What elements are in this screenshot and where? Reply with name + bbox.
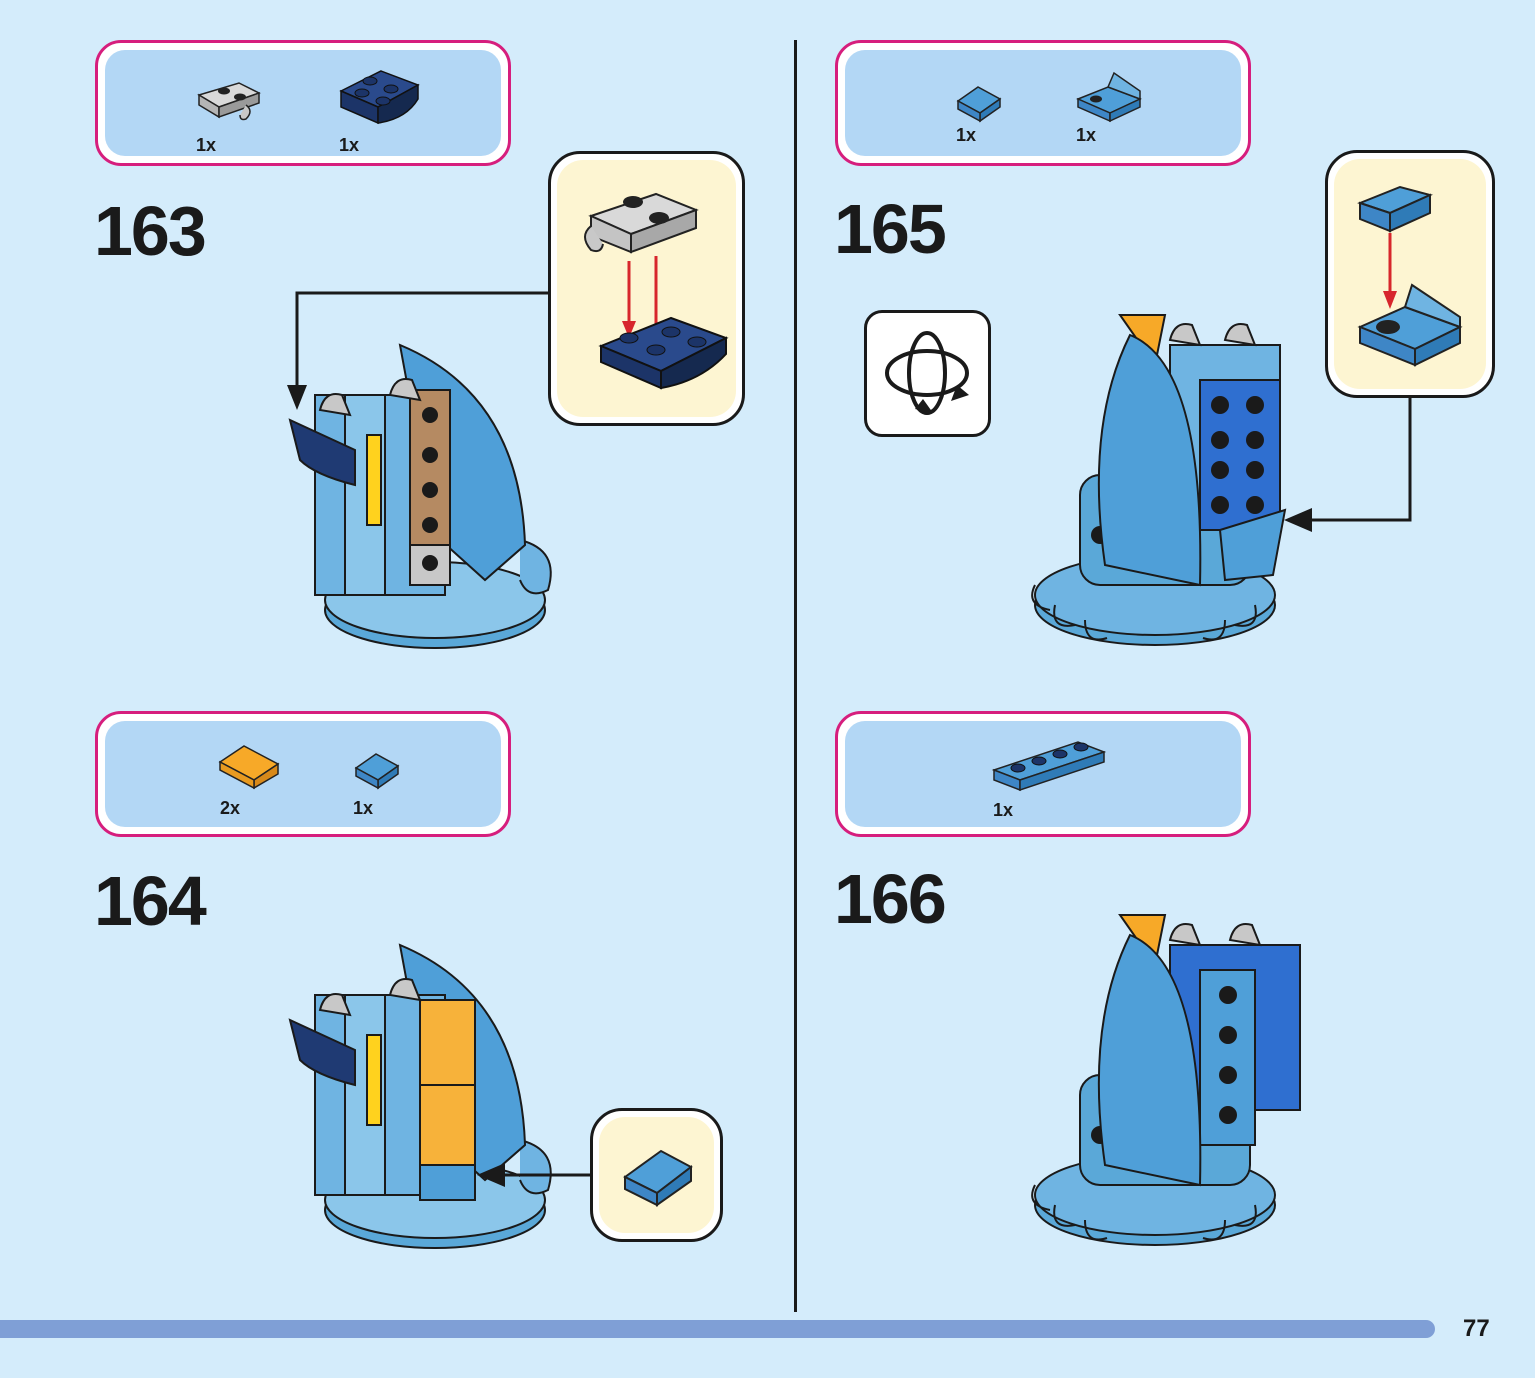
sub-assembly-diagram-icon: [584, 192, 729, 390]
step-number-163: 163: [94, 192, 207, 270]
parts-list-163: 1x 1x: [95, 40, 511, 166]
part-qty: 1x: [1076, 125, 1097, 145]
connector-arrow-163: [287, 291, 549, 410]
sub-assembly-diagram-icon: [1357, 185, 1463, 367]
parts-list-166: 1x: [835, 711, 1251, 837]
part-qty: 1x: [196, 135, 217, 155]
blue-slope-icon: [623, 1149, 693, 1207]
rotate-model-indicator: [864, 310, 991, 437]
part-qty: 1x: [339, 135, 360, 155]
page-number: 77: [1463, 1315, 1490, 1342]
part-qty: 2x: [220, 798, 241, 818]
connector-arrow-164: [477, 1163, 593, 1187]
model-assembly-163: [288, 343, 552, 649]
step-number-164: 164: [94, 862, 207, 940]
dark-blue-inverted-slope-icon: [339, 70, 420, 125]
part-qty: 1x: [956, 125, 977, 145]
light-gray-clip-plate-icon: [197, 82, 261, 121]
step-number-165: 165: [834, 190, 947, 268]
model-assembly-166: [1031, 914, 1301, 1246]
step-number-166: 166: [834, 860, 947, 938]
parts-list-164: 2x 1x: [95, 711, 511, 837]
blue-1x4-plate-icon: [991, 741, 1107, 792]
sub-assembly-callout-164: [590, 1108, 723, 1242]
sub-assembly-callout-163: [548, 151, 745, 426]
rotate-icon: [885, 331, 969, 415]
connector-arrow-165: [1284, 397, 1412, 532]
part-qty: 1x: [353, 798, 374, 818]
blue-slope-icon: [354, 753, 400, 790]
blue-bracket-plate-icon: [1076, 71, 1142, 123]
column-divider: [794, 40, 797, 1312]
model-assembly-164: [288, 943, 552, 1249]
part-qty: 1x: [993, 800, 1014, 820]
page-progress-bar: [0, 1320, 1435, 1338]
blue-slope-icon: [956, 86, 1002, 123]
model-assembly-165: [1031, 314, 1287, 646]
sub-assembly-callout-165: [1325, 150, 1495, 398]
parts-list-165: 1x 1x: [835, 40, 1251, 166]
orange-slope-icon: [218, 745, 280, 790]
